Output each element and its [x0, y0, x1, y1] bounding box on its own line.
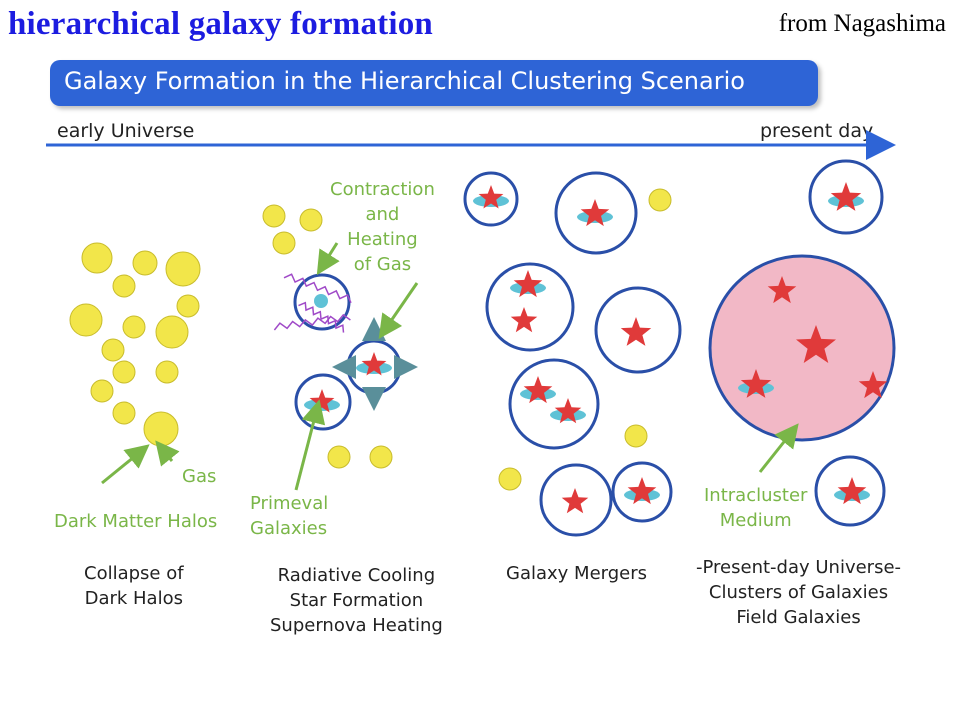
gas-clump [155, 360, 179, 384]
gas-clump [132, 250, 158, 276]
gas-arrow [155, 440, 180, 467]
gas-clump [498, 467, 522, 491]
star-icon [510, 307, 538, 333]
star-icon [554, 398, 582, 424]
star-icon [361, 352, 387, 376]
dark-halo-ring [508, 358, 600, 450]
star-icon [830, 182, 862, 211]
gas-clump [155, 315, 189, 349]
gas-clump [624, 424, 648, 448]
star-icon [580, 199, 610, 227]
gas-clump [81, 242, 113, 274]
gas-clump [327, 445, 351, 469]
gas-label: Gas [182, 466, 217, 487]
star-icon [837, 477, 867, 505]
star-icon [561, 488, 589, 514]
gas-clump [176, 294, 200, 318]
dark-matter-arrow [101, 444, 150, 485]
contraction-arrow-right [378, 282, 419, 339]
star-icon [523, 376, 553, 404]
gas-clump [90, 379, 114, 403]
timeline-end-label: present day [760, 120, 874, 142]
gas-clump [69, 303, 103, 337]
gas-clump [112, 274, 136, 298]
banner: Galaxy Formation in the Hierarchical Clu… [50, 60, 818, 106]
gas-clump [112, 360, 136, 384]
star-icon [627, 477, 657, 505]
banner-title: Galaxy Formation in the Hierarchical Clu… [64, 67, 745, 95]
heating-wave [283, 273, 352, 304]
gas-clump [369, 445, 393, 469]
gas-clump [143, 411, 179, 447]
timeline-start-label: early Universe [57, 120, 195, 142]
star-icon [858, 371, 888, 399]
gas-clump [299, 208, 323, 232]
credit-text: from Nagashima [778, 10, 946, 37]
galaxy-cluster [708, 254, 896, 442]
stage-cooling-label: Radiative Cooling Star Formation Superno… [270, 565, 443, 636]
gas-core [314, 294, 328, 308]
contraction-heating-label: Contraction and Heating of Gas [330, 179, 435, 275]
contraction-arrow-left [316, 242, 340, 276]
heating-wave [298, 301, 345, 333]
gas-clump [262, 204, 286, 228]
gas-clump [112, 401, 136, 425]
intracluster-arrow [758, 423, 799, 473]
heating-wave [273, 313, 351, 331]
stage-present-day-label: -Present-day Universe- Clusters of Galax… [696, 557, 902, 628]
star-icon [740, 369, 772, 398]
gas-clump [101, 338, 125, 362]
star-icon [478, 185, 504, 209]
star-icon [796, 325, 836, 363]
gas-clump [165, 251, 201, 287]
gas-clump [272, 231, 296, 255]
intracluster-medium-label: Intracluster Medium [704, 485, 808, 531]
star-icon [513, 270, 543, 298]
gas-clump [122, 315, 146, 339]
dark-halo-ring [485, 262, 575, 352]
star-icon [620, 317, 652, 346]
primeval-arrow [294, 399, 326, 491]
gas-clump [648, 188, 672, 212]
primeval-galaxies-label: Primeval Galaxies [250, 493, 329, 539]
stage-mergers-label: Galaxy Mergers [506, 563, 648, 584]
slide-title: hierarchical galaxy formation [8, 6, 433, 42]
star-icon [767, 276, 797, 304]
dark-matter-halos-label: Dark Matter Halos [54, 511, 218, 532]
stage-collapse-label: Collapse of Dark Halos [84, 563, 184, 609]
